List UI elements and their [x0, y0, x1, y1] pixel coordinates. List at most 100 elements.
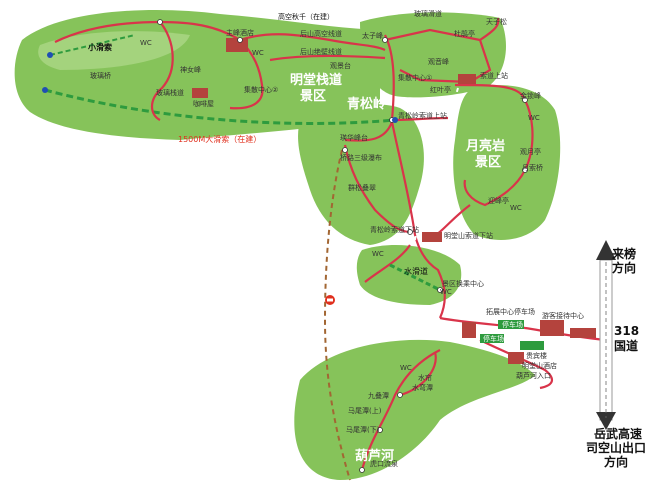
parking-3	[520, 341, 544, 350]
north-direction-l2: 方向	[612, 260, 636, 275]
area-waterslide-blob	[356, 245, 462, 305]
zipline-end	[392, 117, 398, 123]
waterslide-track	[389, 263, 441, 292]
label-yinghuafeng: 瑛华峰台	[340, 133, 368, 142]
waypoint	[382, 37, 388, 43]
zipline-small	[49, 34, 136, 56]
swing-label: 高空秋千（在建）	[278, 12, 334, 21]
waypoint	[359, 467, 365, 473]
label-bolilinyuan: 玻璃滑道	[414, 9, 442, 18]
waypoint	[437, 287, 443, 293]
building-gate	[462, 322, 476, 338]
route-8	[454, 83, 527, 101]
label-qiaoluqiao: 桥路三级瀑布	[340, 153, 382, 162]
label-shuihuatan: 水弯潭	[412, 383, 433, 392]
building-youke	[540, 320, 564, 336]
building-suodao	[458, 74, 476, 84]
label-taizifeng: 太子峰	[362, 31, 383, 40]
area-huluhe-blob	[294, 339, 535, 480]
label-bolizhandao: 玻璃栈道	[156, 88, 184, 97]
label-qunsongdie: 群松叠翠	[348, 183, 376, 192]
area-yueliang-l1: 月亮岩	[465, 138, 505, 154]
label-mingyueshan: 明堂山索道下站	[444, 231, 493, 240]
north-direction-l1: 来榜	[611, 246, 636, 261]
waypoint	[522, 167, 528, 173]
label-tuozhantingchechang: 拓展中心停车场	[486, 307, 535, 316]
zipline-label: 1500M大滑索（在建）	[178, 134, 261, 144]
wc-3: WC	[528, 114, 540, 122]
label-hongyeting: 红叶亭	[430, 85, 451, 94]
route-1	[54, 20, 264, 110]
area-yueliang-label: 月亮岩景区	[465, 138, 505, 170]
route-4	[269, 54, 386, 62]
route-18	[479, 339, 553, 390]
south-direction-1: 岳武高速	[594, 426, 642, 441]
road-318-number: 318	[614, 324, 639, 338]
label-dujuanting: 杜鹃亭	[454, 29, 475, 38]
label-suodaoshangzhan: 索道上站	[480, 71, 508, 80]
buildings	[192, 38, 596, 364]
label-wangyueting: 观月亭	[520, 147, 541, 156]
building-gate2	[570, 328, 596, 338]
label-guibinlou: 贵宾楼	[526, 351, 547, 360]
waypoint	[342, 147, 348, 153]
waypoint	[237, 37, 243, 43]
waypoint	[407, 229, 413, 235]
label-jingquhuancheng: 景区换乘中心	[442, 279, 484, 288]
wc-6: WC	[510, 204, 522, 212]
waypoint	[157, 19, 163, 25]
area-yueliang-l2: 景区	[475, 155, 501, 170]
north-direction: 来榜方向	[611, 246, 636, 275]
label-mawei2: 马尾潭(下)	[346, 425, 380, 434]
route-11	[344, 121, 394, 142]
footpath	[323, 149, 351, 481]
label-jiudietan: 九叠潭	[368, 391, 389, 400]
label-huhutan: 虎口流泉	[370, 459, 398, 468]
route-13	[390, 121, 446, 319]
label-tingchechang2: 停车场	[483, 334, 504, 343]
label-guanyinfeng: 观音峰	[428, 57, 449, 66]
south-direction-2: 司空山出口	[586, 440, 646, 455]
route-6	[384, 28, 492, 84]
label-houshanjuexian: 后山绝壁线道	[300, 47, 342, 56]
label-shuilian: 水帘	[418, 373, 432, 382]
label-mawei1: 马尾潭(上)	[348, 406, 382, 415]
parking-2	[480, 334, 504, 343]
label-kafeiwu: 咖啡屋	[193, 99, 214, 108]
area-mingtang-l2: 景区	[300, 89, 326, 104]
label-tianzisong: 天子松	[486, 17, 507, 26]
area-yueliang-blob	[453, 85, 561, 241]
area-highlight	[38, 31, 191, 70]
label-qingsongsuodaoxia: 青松岭索道下站	[370, 225, 419, 234]
route-5	[384, 34, 395, 121]
waypoint	[522, 97, 528, 103]
road-318-label: 国道	[614, 338, 638, 353]
route-12	[343, 144, 411, 234]
cableway	[414, 87, 459, 241]
route-19	[360, 349, 441, 471]
area-qingsongling-label: 青松岭	[347, 96, 386, 112]
building-kafei	[192, 88, 208, 98]
label-houshanlanche: 后山高空线道	[300, 29, 342, 38]
label-zhufengjiudian: 主峰酒店	[226, 28, 254, 37]
label-tingchechang1: 停车场	[502, 320, 523, 329]
label-youkejiedai: 游客接待中心	[542, 311, 584, 320]
waypoint	[377, 427, 383, 433]
waypoint	[397, 392, 403, 398]
wc-1: WC	[140, 39, 152, 47]
zipline-small-label: 小滑索	[87, 42, 112, 52]
parking-1	[498, 320, 524, 329]
north-arrow	[596, 240, 616, 260]
building-guibin	[508, 352, 524, 364]
label-yuesuoqiao: 月索桥	[522, 163, 543, 172]
route-3	[239, 33, 386, 52]
label-mingtangjiudian: 明堂山酒店	[522, 361, 557, 370]
label-boliqiao: 玻璃桥	[90, 71, 111, 80]
label-jinsuoting: 金锁峰	[520, 91, 541, 100]
zipline-small-start	[47, 52, 53, 58]
label-guanjingtai: 观景台	[330, 61, 351, 70]
waypoints	[157, 19, 528, 473]
wc-4: WC	[372, 250, 384, 258]
